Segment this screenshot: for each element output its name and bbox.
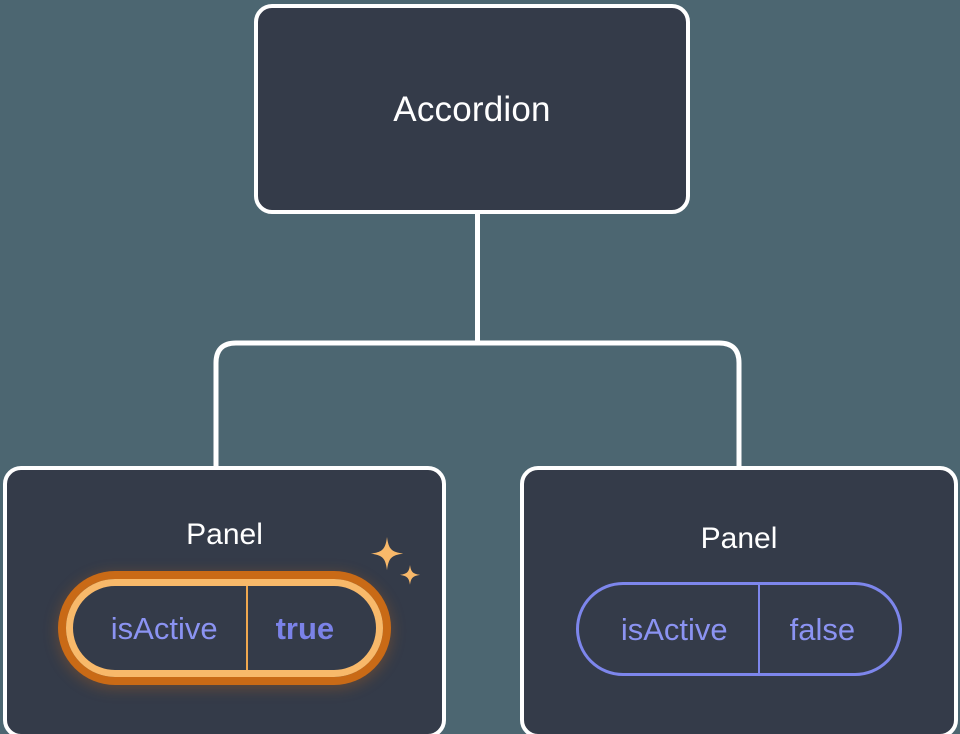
sparkle-large-icon xyxy=(370,537,404,571)
prop-pill-wrap: isActive false xyxy=(575,582,903,676)
prop-pill-isactive-false[interactable]: isActive false xyxy=(575,582,903,676)
prop-value: false xyxy=(757,585,899,673)
prop-key: isActive xyxy=(620,611,728,647)
node-title: Panel xyxy=(700,522,778,555)
prop-pill-isactive-true[interactable]: isActive true xyxy=(65,579,384,677)
sparkle-small-icon xyxy=(400,565,421,585)
prop-pill-wrap: isActive true xyxy=(65,537,421,677)
node-accordion[interactable]: Accordion xyxy=(254,4,690,214)
node-panel-active[interactable]: Panel isActive true xyxy=(3,466,446,734)
node-title: Panel xyxy=(186,518,263,551)
connector-branch xyxy=(213,340,742,466)
node-panel-inactive[interactable]: Panel isActive false xyxy=(520,466,958,734)
prop-value: true xyxy=(245,586,377,670)
prop-key: isActive xyxy=(110,610,218,646)
node-title: Accordion xyxy=(393,89,551,129)
